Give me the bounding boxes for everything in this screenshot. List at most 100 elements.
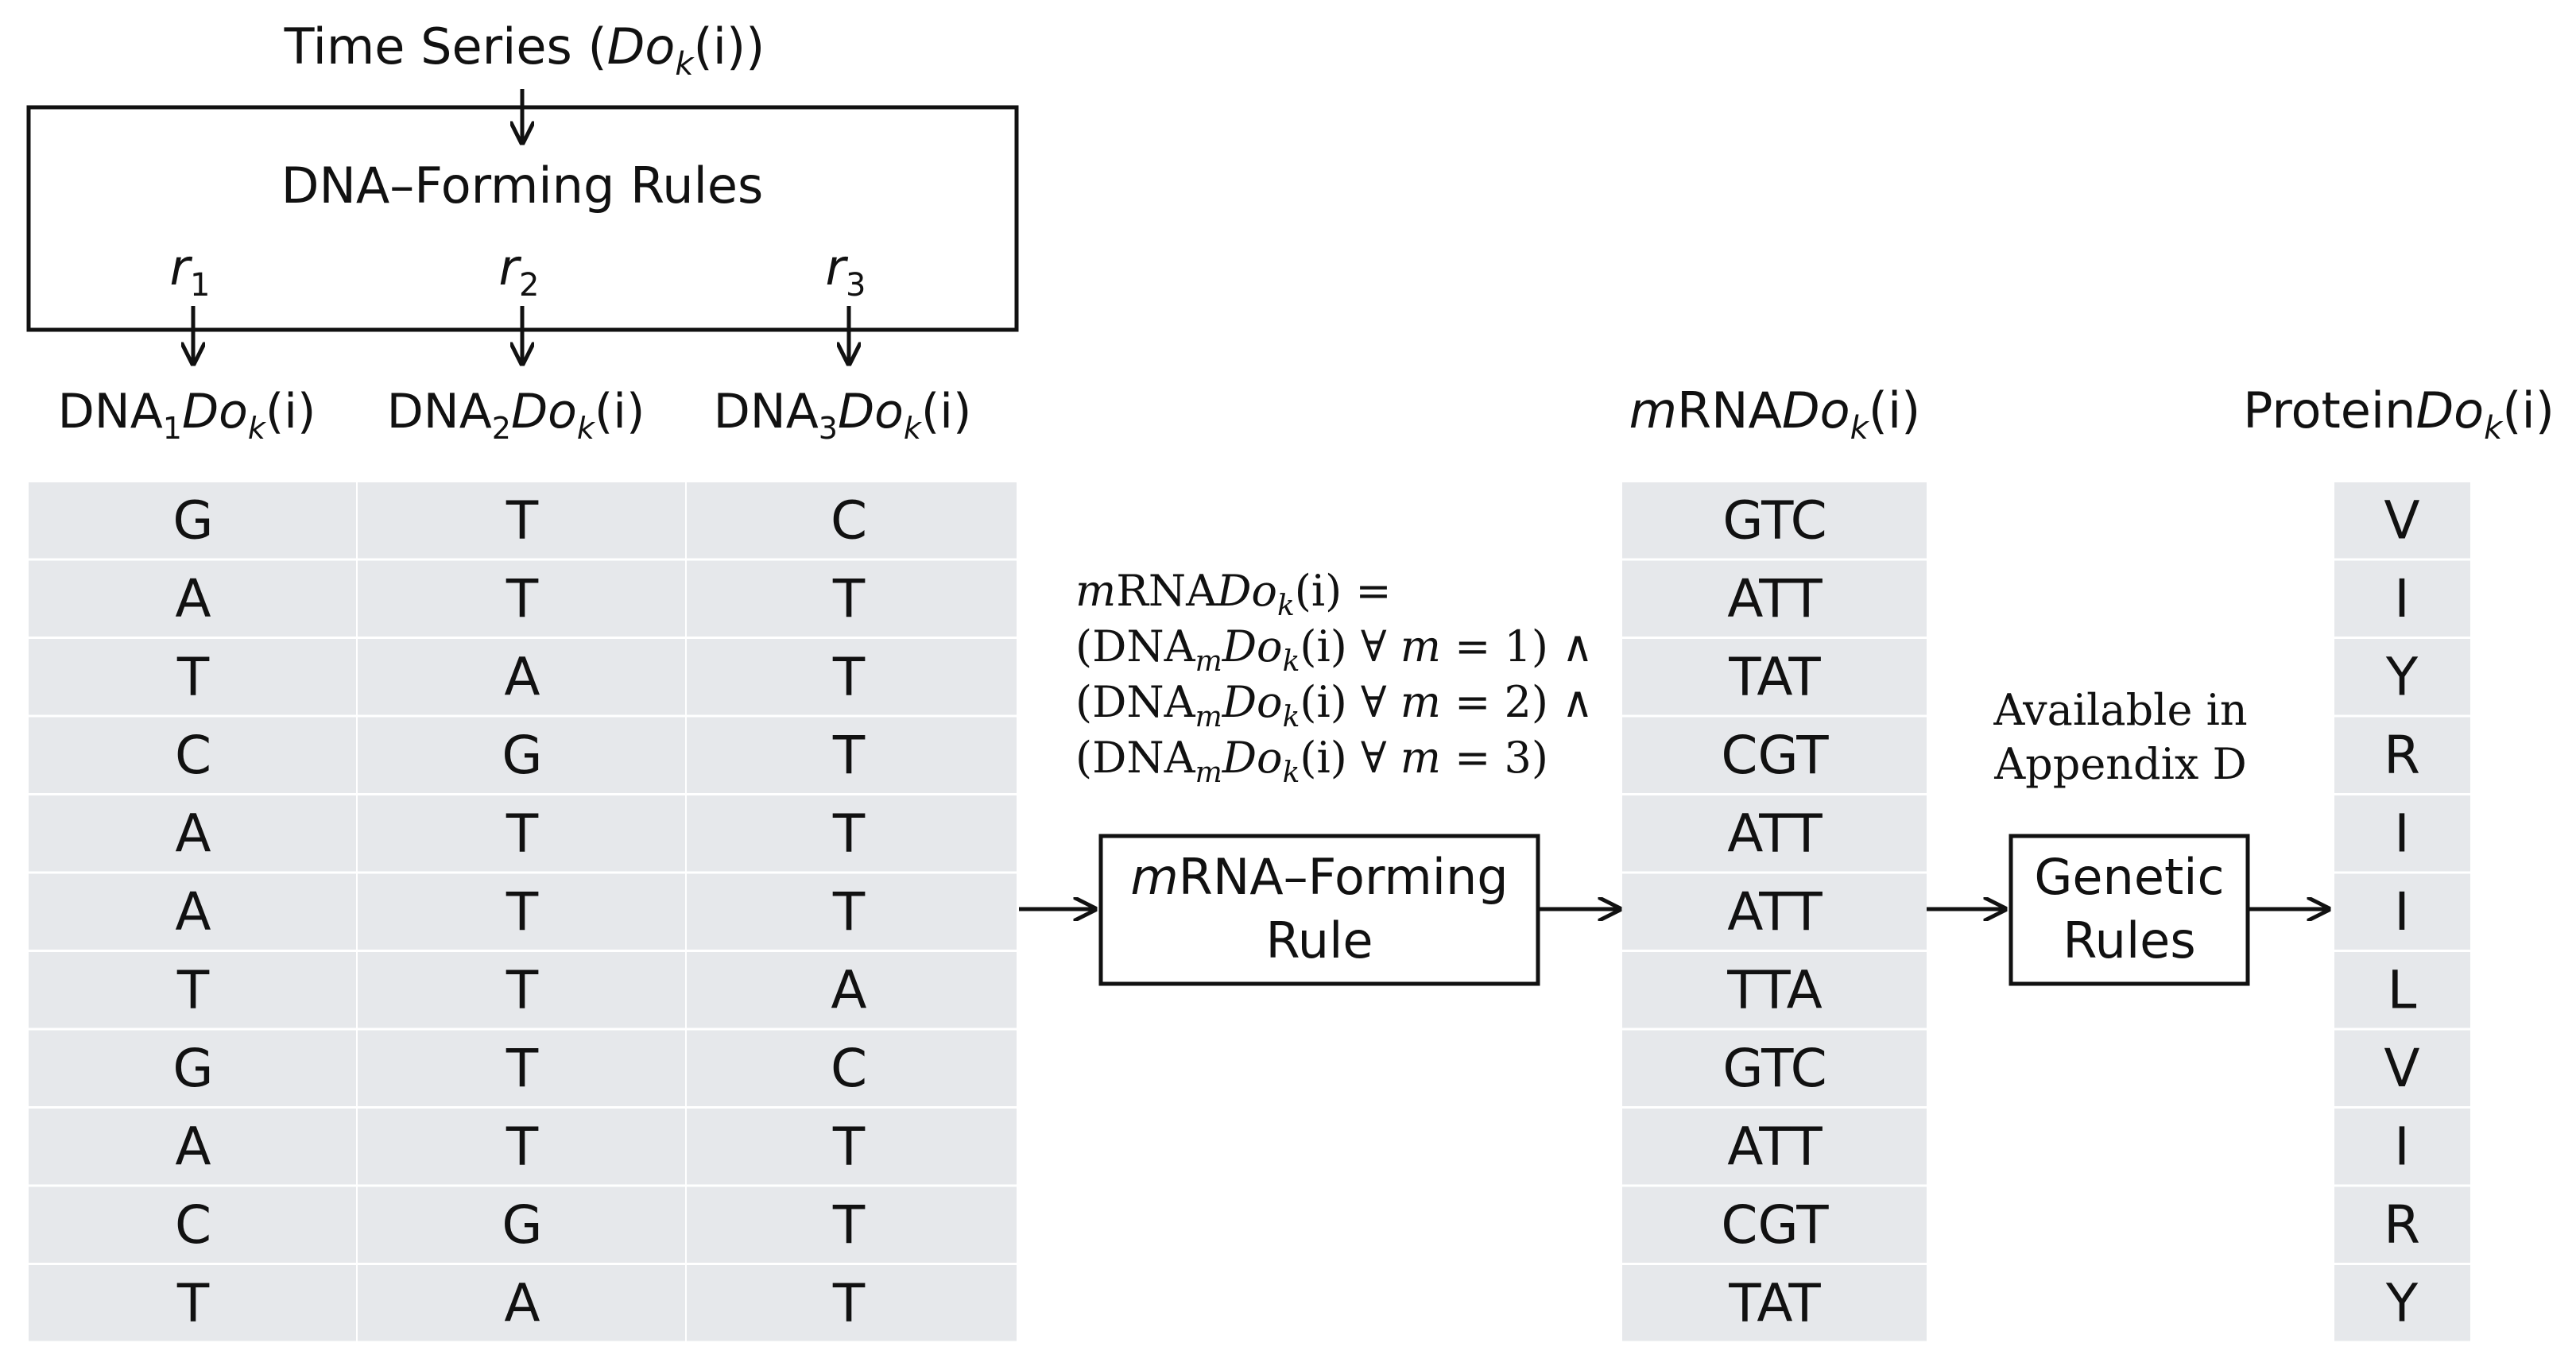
formula-terms: (DNAmDok(i) ∀ m = 1) ∧(DNAmDok(i) ∀ m = …: [1075, 621, 1594, 789]
formula-term-1: (DNAmDok(i) ∀ m = 1) ∧: [1075, 621, 1594, 678]
mrna-forming-rule-line-1: mRNA–Forming: [1130, 848, 1508, 906]
formula-k: k: [1277, 590, 1295, 622]
dna-cell: [687, 1186, 1017, 1263]
protein-cell: [2334, 1186, 2470, 1263]
mrna-cell: [1622, 873, 1927, 950]
mrna-cell-value: ATT: [1727, 803, 1823, 864]
protein-cell-value: I: [2394, 881, 2409, 942]
dna-cell: [687, 1109, 1017, 1185]
formula-term-m-sub: m: [1195, 757, 1222, 789]
rule-label-r-letter: r: [499, 238, 522, 296]
dna-cell-value: T: [506, 1116, 539, 1177]
formula-term-k: k: [1283, 757, 1300, 789]
dna-cell-value: T: [176, 959, 210, 1020]
dna-cell: [358, 952, 685, 1028]
dna-cell-value: T: [506, 568, 539, 629]
dna-cell: [29, 952, 356, 1028]
formula-term-end: = 3): [1441, 733, 1548, 783]
dna-cell: [687, 482, 1017, 559]
formula-term-open: (DNA: [1075, 621, 1196, 671]
mrna-rule-rest: RNA–Forming: [1179, 848, 1509, 906]
dna-cell: [358, 873, 685, 950]
mrna-forming-rule-box: [1098, 834, 1540, 986]
rule-label-subscript: 2: [519, 267, 539, 304]
dna-header-2: DNA2Dok(i): [387, 384, 645, 446]
formula-term-open: (DNA: [1075, 677, 1196, 727]
dna-cell: [687, 560, 1017, 637]
dna-cell-value: T: [506, 881, 539, 942]
dna-cell: [29, 1265, 356, 1341]
time-series-k: k: [675, 46, 695, 83]
rule-label-r-letter: r: [826, 238, 849, 296]
mrna-cell: [1622, 1109, 1927, 1185]
genetic-rules-box: [2009, 834, 2250, 986]
mrna-cell: [1622, 639, 1927, 715]
time-series-do: Do: [607, 17, 676, 75]
dna-cell-value: A: [504, 646, 540, 707]
formula-term-mid: (i) ∀: [1300, 733, 1400, 783]
dna-cell: [358, 482, 685, 559]
dna-cell-value: T: [832, 803, 866, 864]
dna-cell-value: T: [506, 959, 539, 1020]
protein-cell-value: R: [2384, 1194, 2420, 1256]
mrna-header-rna: RNA: [1677, 381, 1782, 439]
formula-term-m-sub: m: [1195, 701, 1222, 733]
mrna-cell: [1622, 952, 1927, 1028]
dna-header-sub: 2: [492, 411, 511, 446]
dna-cell-value: A: [831, 959, 866, 1020]
formula-term-mvar: m: [1400, 733, 1441, 783]
mrna-forming-rule-line-2: Rule: [1266, 911, 1373, 969]
dna-cell: [358, 639, 685, 715]
dna-cell-value: T: [176, 646, 210, 707]
formula-term-k: k: [1283, 645, 1300, 678]
formula-end: (i) =: [1295, 566, 1392, 616]
mrna-cell: [1622, 1265, 1927, 1341]
dna-cell-value: T: [176, 1272, 210, 1333]
mrna-formula: mRNADok(i) = (DNAmDok(i) ∀ m = 1) ∧(DNAm…: [1075, 566, 1594, 789]
mrna-cell: [1622, 482, 1927, 559]
rule-label-subscript: 1: [190, 267, 210, 304]
mrna-cell-value: CGT: [1721, 725, 1829, 786]
dna-cell: [29, 482, 356, 559]
mrna-cell-value: TAT: [1728, 646, 1821, 707]
dna-cell: [358, 560, 685, 637]
formula-term-mvar: m: [1400, 677, 1441, 727]
dna-cell-value: T: [832, 725, 866, 786]
formula-term-do: Do: [1222, 733, 1283, 783]
mrna-header-k: k: [1850, 410, 1870, 447]
mrna-cell-value: TTA: [1726, 959, 1823, 1020]
formula-term-mvar: m: [1400, 621, 1441, 671]
mrna-cell-value: CGT: [1721, 1194, 1829, 1256]
mrna-cell-value: ATT: [1727, 881, 1823, 942]
appendix-note-line-1: Available in: [1993, 685, 2247, 735]
formula-term-end: = 1) ∧: [1441, 621, 1594, 671]
dna-cell-value: C: [175, 1194, 211, 1256]
dna-cell-value: A: [175, 1116, 211, 1177]
dna-header-i: (i): [921, 384, 972, 439]
protein-header-i: (i): [2502, 381, 2555, 439]
dna-header-3: DNA3Dok(i): [714, 384, 972, 446]
mrna-header-do: Do: [1782, 381, 1850, 439]
dna-cell-value: A: [504, 1272, 540, 1333]
protein-cell: [2334, 1265, 2470, 1341]
dna-cell: [687, 1030, 1017, 1106]
protein-header: ProteinDok(i): [2243, 381, 2555, 447]
mrna-cell-value: ATT: [1727, 568, 1823, 629]
dna-cell-value: T: [832, 568, 866, 629]
formula-line-1: mRNADok(i) =: [1075, 566, 1392, 622]
dna-cell: [687, 1265, 1017, 1341]
mrna-cell-value: ATT: [1727, 1116, 1823, 1177]
appendix-note-line-2: Appendix D: [1993, 739, 2247, 789]
mrna-cell-value: TAT: [1728, 1272, 1821, 1333]
rule-label-r1: r1: [170, 238, 211, 304]
protein-cell-value: I: [2394, 803, 2409, 864]
dna-cell: [687, 795, 1017, 872]
mrna-cell-value: GTC: [1722, 490, 1826, 551]
protein-header-name: Protein: [2243, 381, 2415, 439]
formula-term-end: = 2) ∧: [1441, 677, 1594, 727]
dna-cell-value: G: [502, 725, 542, 786]
dna-cell: [29, 795, 356, 872]
